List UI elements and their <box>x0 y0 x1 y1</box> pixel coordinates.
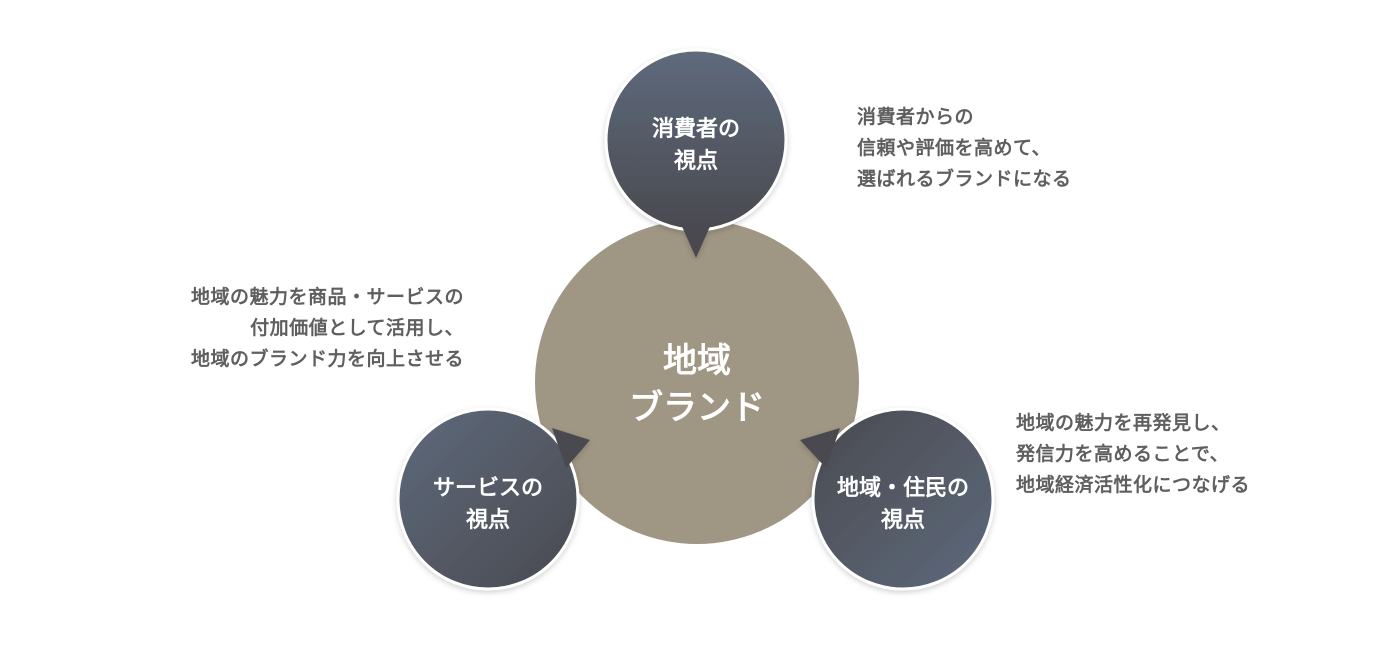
consumer-description: 消費者からの 信頼や評価を高めて、 選ばれるブランドになる <box>857 102 1072 195</box>
consumer-node <box>604 48 788 258</box>
region-desc-line1: 地域の魅力を再発見し、 <box>1016 412 1231 434</box>
service-node <box>396 407 590 591</box>
consumer-desc-line3: 選ばれるブランドになる <box>857 168 1072 190</box>
service-desc-line2: 付加価値として活用し、 <box>250 317 464 339</box>
service-desc-line3: 地域のブランド力を向上させる <box>190 348 464 370</box>
center-circle <box>535 220 859 544</box>
consumer-desc-line2: 信頼や評価を高めて、 <box>857 137 1052 159</box>
service-desc-line1: 地域の魅力を商品・サービスの <box>190 286 464 308</box>
region-desc-line3: 地域経済活性化につなげる <box>1016 474 1251 496</box>
consumer-desc-line1: 消費者からの <box>857 106 975 128</box>
consumer-label-line2: 視点 <box>674 148 718 174</box>
service-label-line1: サービスの <box>433 476 543 501</box>
service-label-line2: 視点 <box>466 507 510 533</box>
region-node <box>800 407 995 591</box>
service-description: 地域の魅力を商品・サービスの 付加価値として活用し、 地域のブランド力を向上させ… <box>191 282 464 375</box>
region-label-line1: 地域・住民の <box>837 475 969 501</box>
region-desc-line2: 発信力を高めることで、 <box>1016 443 1230 465</box>
region-description: 地域の魅力を再発見し、 発信力を高めることで、 地域経済活性化につなげる <box>1016 408 1250 501</box>
consumer-label-line1: 消費者の <box>652 117 740 142</box>
center-label-line2: ブランド <box>629 388 765 428</box>
center-label-line1: 地域 <box>663 341 731 381</box>
region-label-line2: 視点 <box>881 507 925 533</box>
